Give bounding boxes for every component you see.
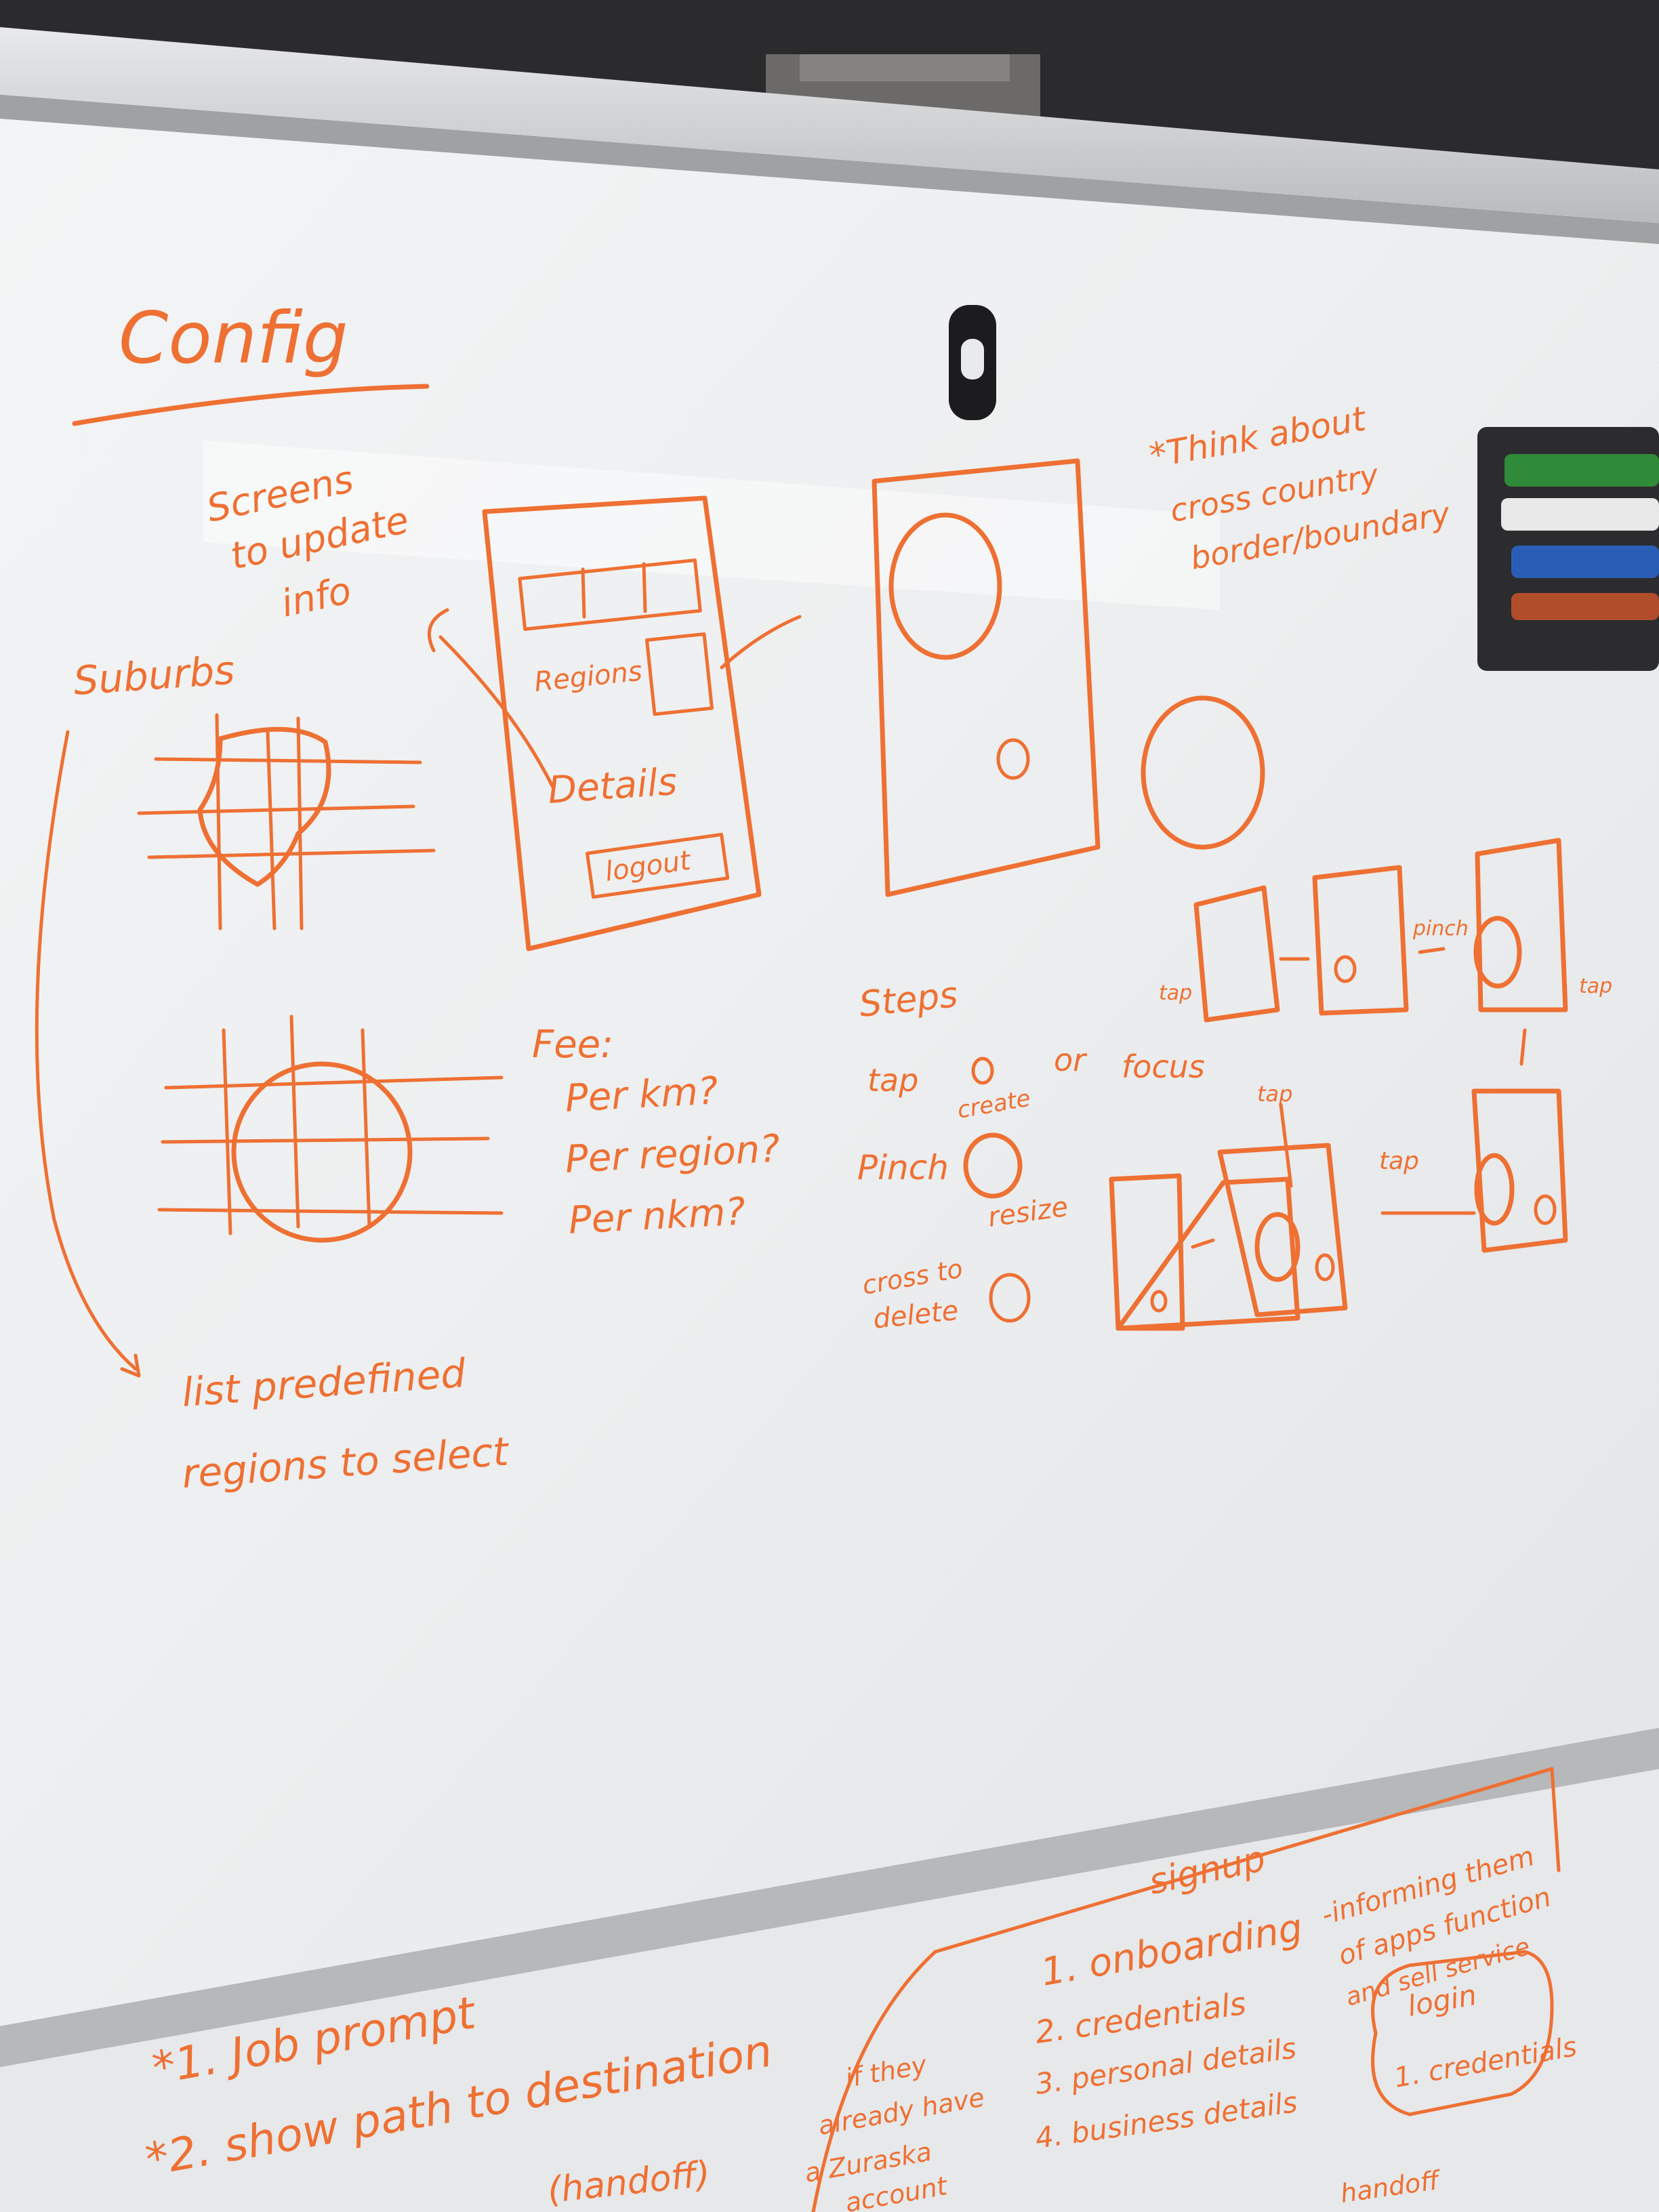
steps-tap-label: tap: [867, 1062, 918, 1099]
arrow-head-list: [120, 1353, 141, 1378]
black-marker[interactable]: [1501, 498, 1659, 531]
phone-details-label: Details: [546, 760, 678, 812]
steps-cross-circle: [989, 1273, 1031, 1323]
map-screen-sketch: [872, 458, 1265, 897]
arrow-to-map: [720, 615, 802, 670]
flow-screens: [1109, 838, 1568, 1331]
phone-regions-icon: [644, 632, 714, 716]
phone-logout-button: [586, 832, 730, 899]
blue-marker[interactable]: [1511, 546, 1659, 578]
light-reflection: [203, 441, 1220, 610]
steps-circle-small: [971, 1057, 994, 1085]
lower-whiteboard: [0, 1769, 1659, 2212]
marker-holder: [1477, 427, 1659, 671]
signup-outline: [933, 1767, 1561, 1954]
fee-heading: Fee:: [532, 1023, 613, 1067]
phone-tab-bar: [518, 558, 702, 631]
flow-tap-mid: tap: [1257, 1081, 1292, 1107]
frame-shadow: [0, 95, 1659, 244]
phone-mockup: Regions Details logout: [482, 495, 762, 951]
arrow-to-details: [438, 635, 554, 788]
fee-option-1: Per km?: [564, 1069, 719, 1121]
suburbs-label: Suburbs: [72, 647, 236, 704]
flow-tap-left: tap: [1159, 981, 1192, 1005]
red-marker[interactable]: [1511, 593, 1659, 620]
fee-option-3: Per nkm?: [567, 1189, 746, 1243]
steps-pinch-circle: [963, 1132, 1023, 1199]
main-whiteboard: [0, 119, 1659, 2026]
box-top-face: [800, 54, 1010, 81]
steps-pinch-label: Pinch: [857, 1148, 949, 1187]
board-top-frame: [0, 27, 1659, 224]
flow-pinch-label: pinch: [1412, 917, 1469, 941]
title-underline: [72, 384, 430, 426]
flow-tap-right: tap: [1579, 975, 1612, 998]
steps-focus-label: focus: [1122, 1048, 1205, 1085]
green-marker[interactable]: [1504, 454, 1659, 487]
bracket-left: [427, 608, 449, 653]
arrow-to-list: [35, 730, 138, 1371]
steps-or-label: or: [1054, 1042, 1088, 1078]
board-divider-frame: [0, 1728, 1659, 2067]
flow-tap-lower: tap: [1379, 1147, 1419, 1175]
config-title: Config: [119, 297, 348, 380]
circle-grid-sketch: [157, 1015, 504, 1243]
suburb-grid-sketch: [137, 713, 436, 930]
signup-bracket: [811, 1950, 937, 2212]
board-clip: [949, 305, 996, 420]
